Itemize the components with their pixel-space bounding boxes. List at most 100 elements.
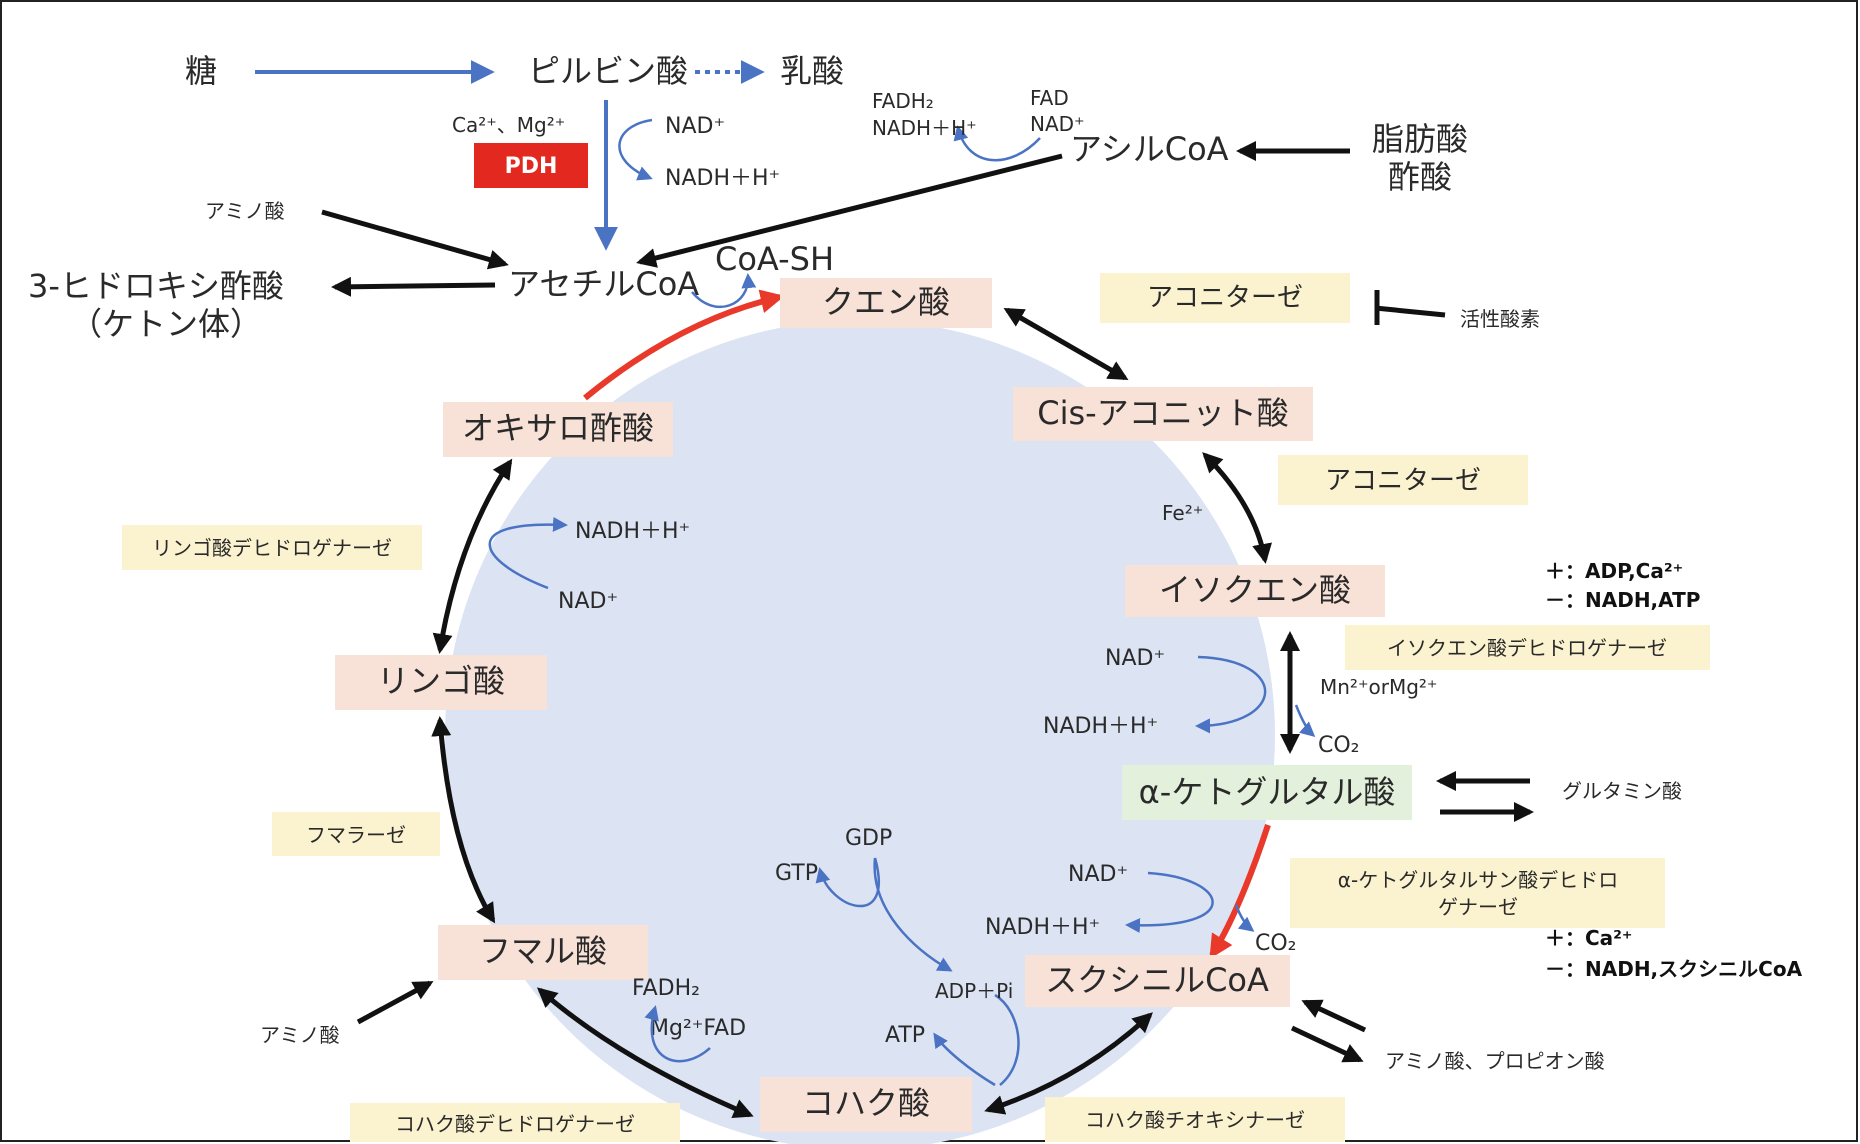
idh-co2-arrow xyxy=(1294,704,1316,737)
malate-dh-box xyxy=(122,525,422,570)
succinyl-synthetase-label: コハク酸チオキシナーゼ xyxy=(1085,1108,1305,1132)
amino-acid-label-top: アミノ酸 xyxy=(205,199,285,223)
akgdh-co2-arrow xyxy=(1234,904,1255,932)
cis-aconitate-label: Cis-アコニット酸 xyxy=(1037,394,1288,432)
ros-label: 活性酸素 xyxy=(1460,307,1540,331)
sdh-fadh2-label: FADH₂ xyxy=(632,976,700,1001)
acetyl-coa-label: アセチルCoA xyxy=(508,265,699,303)
akgdh-nadh-label: NADH＋H⁺ xyxy=(985,915,1100,940)
isocitrate-dh-box xyxy=(1345,625,1710,670)
idh-nad-curve xyxy=(1195,655,1267,734)
succinate-dh-label: コハク酸デヒドロゲナーゼ xyxy=(395,1112,635,1136)
glutamate-label: グルタミン酸 xyxy=(1562,779,1682,803)
acyl-nadh-label: NADH＋H⁺ xyxy=(872,116,977,140)
pdh-nadh-label: NADH＋H⁺ xyxy=(665,166,780,191)
idh-activators-label: ＋：ADP,Ca²⁺ xyxy=(1545,559,1683,583)
acetic-acid-label: 酢酸 xyxy=(1388,158,1452,196)
gtp-label: GTP xyxy=(775,861,818,886)
succinate-label: コハク酸 xyxy=(802,1084,930,1122)
pdh-cofactors-label: Ca²⁺、Mg²⁺ xyxy=(452,113,565,137)
oxaloacetate-box xyxy=(443,402,673,457)
succinate-fumarate-arrow xyxy=(536,987,754,1118)
isocitrate-box xyxy=(1125,565,1385,617)
alpha-kg-label: α-ケトグルタル酸 xyxy=(1139,773,1396,811)
adp-pi-label: ADP＋Pi xyxy=(935,979,1013,1003)
acyl-coa-label: アシルCoA xyxy=(1070,130,1229,168)
idh-mn-label: Mn²⁺orMg²⁺ xyxy=(1320,675,1438,699)
akg-dh-label-1: α-ケトグルタルサン酸デヒドロ xyxy=(1338,868,1618,892)
acyl-fad-label: FAD xyxy=(1030,86,1069,110)
sdh-mg-fad-label: Mg²⁺FAD xyxy=(650,1016,746,1041)
sugar-label: 糖 xyxy=(185,52,217,90)
atp-label: ATP xyxy=(885,1023,925,1048)
pyruvate-label: ピルビン酸 xyxy=(528,52,688,90)
aconitase-label-1: アコニターゼ xyxy=(1147,283,1303,313)
adp-to-atp-curve xyxy=(994,993,1020,1086)
ros-inhibition-line xyxy=(1374,305,1446,318)
citrate-cisaconitate-arrow xyxy=(1003,307,1129,381)
mdh-nadh-label: NADH＋H⁺ xyxy=(575,519,690,544)
alpha-kg-box xyxy=(1122,765,1412,820)
amino-to-fumarate-arrow xyxy=(356,980,434,1025)
akgdh-nad-curve xyxy=(1125,871,1214,934)
akg-dh-label-2: ゲナーゼ xyxy=(1438,895,1518,919)
gdp-label: GDP xyxy=(845,826,892,851)
akg-dh-box xyxy=(1290,858,1665,928)
lactate-label: 乳酸 xyxy=(780,52,844,90)
malate-oxaloacetate-arrow xyxy=(432,458,513,654)
aconitase-box-2 xyxy=(1278,455,1528,505)
citrate-box xyxy=(780,278,992,328)
amino-to-acetylcoa-arrow xyxy=(321,209,509,270)
ketone-label-1: 3-ヒドロキシ酢酸 xyxy=(28,267,284,305)
fumarate-label: フマル酸 xyxy=(479,932,607,970)
acyl-fad-curve xyxy=(953,125,1041,162)
pdh-nad-label: NAD⁺ xyxy=(665,114,725,139)
idh-co2-label: CO₂ xyxy=(1318,733,1360,758)
isocitrate-label: イソクエン酸 xyxy=(1159,571,1351,609)
acylcoa-to-acetylcoa-arrow xyxy=(636,153,1063,268)
succinyl-synthetase-box xyxy=(1045,1097,1345,1142)
amino-acid-label-fumarate: アミノ酸 xyxy=(260,1023,340,1047)
mdh-nad-curve xyxy=(488,516,568,590)
ketone-label-2: （ケトン体） xyxy=(70,305,262,343)
succinate-box xyxy=(760,1077,972,1132)
acetylcoa-to-ketone-arrow xyxy=(331,276,496,297)
succinate-dh-box xyxy=(350,1103,680,1142)
propionic-to-succinylcoa-arrow xyxy=(1301,999,1367,1033)
acyl-fadh2-label: FADH₂ xyxy=(872,89,934,113)
fatty-acid-label: 脂肪酸 xyxy=(1372,120,1468,158)
succinyl-coa-box xyxy=(1025,955,1290,1007)
cycle-background xyxy=(445,320,1275,1144)
succinylcoa-succinate-arrow xyxy=(984,1012,1153,1115)
malate-fumarate-arrow xyxy=(431,716,496,924)
akgdh-co2-label: CO₂ xyxy=(1255,931,1297,956)
pdh-box xyxy=(474,143,588,188)
succinylcoa-to-propionic-arrow xyxy=(1290,1025,1364,1063)
akgdh-inhibitors-label: －：NADH,スクシニルCoA xyxy=(1545,957,1803,981)
fumarase-label: フマラーゼ xyxy=(306,823,406,847)
malate-dh-label: リンゴ酸デヒドロゲナーゼ xyxy=(152,536,392,560)
acyl-nad-label: NAD⁺ xyxy=(1030,112,1085,136)
fe-label: Fe²⁺ xyxy=(1162,501,1203,525)
coa-sh-curve xyxy=(691,273,757,309)
pdh-nad-curve xyxy=(618,118,653,181)
coa-sh-label: CoA-SH xyxy=(715,240,834,278)
pdh-label: PDH xyxy=(505,154,558,179)
amino-propionic-label: アミノ酸、プロピオン酸 xyxy=(1385,1049,1605,1073)
idh-nadh-label: NADH＋H⁺ xyxy=(1043,714,1158,739)
oxaloacetate-to-citrate-arrow xyxy=(583,289,785,401)
akg-to-succinylcoa-arrow xyxy=(1209,824,1271,960)
akgdh-nad-label: NAD⁺ xyxy=(1068,862,1128,887)
aconitase-label-2: アコニターゼ xyxy=(1325,466,1481,496)
malate-box xyxy=(335,655,547,710)
sdh-fad-curve xyxy=(644,1005,711,1063)
gdp-to-adp-curve xyxy=(873,857,953,972)
gdp-to-gtp-curve xyxy=(815,857,881,908)
idh-inhibitors-label: －：NADH,ATP xyxy=(1545,588,1700,612)
mdh-nad-label: NAD⁺ xyxy=(558,589,618,614)
akgdh-activators-label: ＋：Ca²⁺ xyxy=(1545,926,1633,950)
isocitrate-dh-label: イソクエン酸デヒドロゲナーゼ xyxy=(1387,636,1667,660)
cis-aconitate-box xyxy=(1013,387,1313,441)
